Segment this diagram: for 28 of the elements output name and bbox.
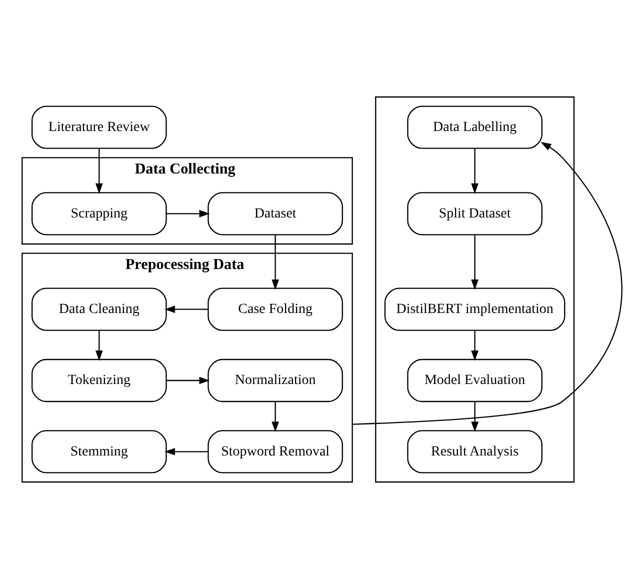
- node-box: Scrapping: [31, 192, 167, 236]
- node-box: Stopword Removal: [208, 430, 343, 474]
- node-box: Case Folding: [208, 288, 343, 331]
- node-box: Stemming: [31, 430, 167, 474]
- arrow: [272, 402, 279, 432]
- arrow: [471, 330, 478, 361]
- arrow: [95, 148, 103, 194]
- arrow: [272, 235, 279, 290]
- node-box: Data Cleaning: [31, 288, 167, 331]
- arrow: [471, 235, 478, 290]
- node-box: Split Dataset: [407, 192, 542, 236]
- arrow: [471, 148, 478, 194]
- arrow: [164, 306, 208, 314]
- arrow: [164, 448, 208, 456]
- arrow: [166, 376, 210, 384]
- cluster: [375, 96, 575, 483]
- node-box: Dataset: [208, 192, 343, 236]
- node-box: Normalization: [208, 358, 343, 402]
- node-box: Result Analysis: [407, 430, 542, 474]
- node-box: DistilBERT implementation: [384, 288, 566, 331]
- arrow: [95, 330, 103, 361]
- node-box: Tokenizing: [31, 358, 167, 402]
- arrow: [166, 210, 210, 218]
- node-box: Model Evaluation: [407, 358, 542, 402]
- node-box: Literature Review: [31, 106, 167, 149]
- arrow: [352, 142, 622, 425]
- arrow: [471, 402, 478, 432]
- node-box: Data Labelling: [407, 106, 542, 149]
